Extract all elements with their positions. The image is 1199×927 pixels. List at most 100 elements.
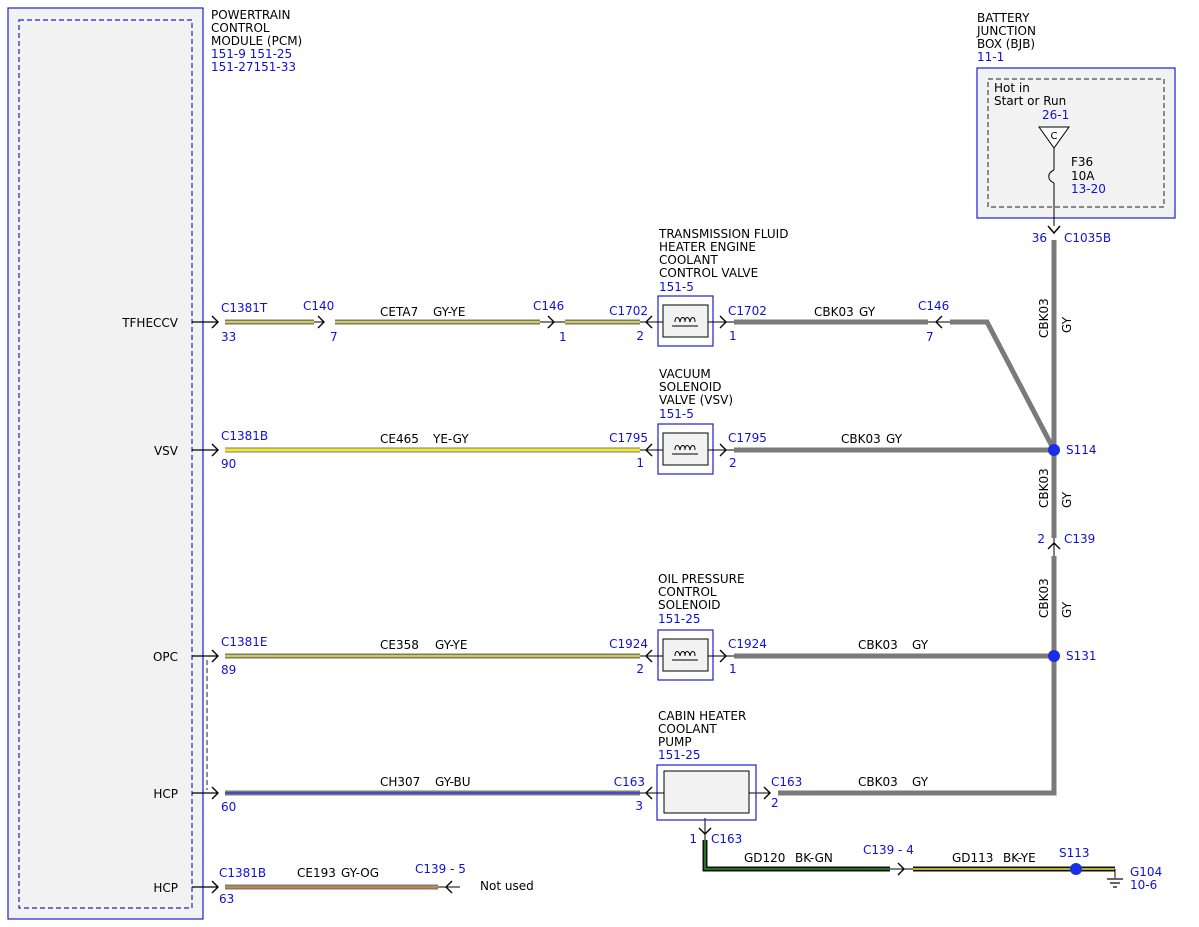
splice-s113-label: S113 [1059,846,1090,860]
w4-pcm-pin: 60 [221,800,236,814]
wire-cbk03-hcp[interactable] [778,656,1057,796]
hcp-title-3: PUMP [658,735,692,749]
hcp-bottom-connector[interactable]: C163 [711,832,742,846]
tfheccv-left-connector[interactable]: C1702 [609,304,648,318]
c1381t-arrow-icon [211,315,219,329]
fuse-ref[interactable]: 13-20 [1071,182,1106,196]
wire-cbk03-tfheccv[interactable] [734,319,1057,452]
pcm-ref-2[interactable]: 151-27151-33 [211,60,296,74]
opc-title-1: OIL PRESSURE [658,572,745,586]
w1r-c146-connector[interactable]: C146 [918,299,949,313]
opc-right-pin: 1 [729,662,737,676]
bjb-inner-box [987,78,1165,208]
pcm-pin-hcp-2: HCP [153,881,178,895]
w1-pcm-connector[interactable]: C1381T [221,301,268,315]
v3-color: GY [1060,601,1074,618]
w1-c146-pin: 1 [559,330,567,344]
vsv-ref[interactable]: 151-5 [659,407,694,421]
pcm-module-inner [18,19,193,909]
hcp-right-connector[interactable]: C163 [771,775,802,789]
tfheccv-title-2: HEATER ENGINE [659,240,756,254]
c1035b-connector-icon [1047,225,1061,235]
tfheccv-right-connector[interactable]: C1702 [728,304,767,318]
gd2-circuit: GD113 [952,851,993,865]
opc-right-connector[interactable]: C1924 [728,637,767,651]
w1-pcm-pin: 33 [221,330,236,344]
w5-pcm-pin: 63 [219,892,234,906]
w5-circuit: CE193 [297,866,336,880]
v1-circuit: CBK03 [1037,298,1051,338]
vsv-title-3: VALVE (VSV) [659,393,733,407]
opc-component-box[interactable] [657,629,714,681]
power-source-label: C [1051,131,1058,142]
c139-connector[interactable]: C139 [1064,532,1095,546]
hcp-title-2: COOLANT [658,722,717,736]
opc-left-connector[interactable]: C1924 [609,637,648,651]
c1035b-pin: 36 [1032,231,1047,245]
opc-ref[interactable]: 151-25 [658,612,701,626]
pcm-pin-hcp: HCP [153,787,178,801]
vsv-title-1: VACUUM [659,367,711,381]
w3-color: GY-YE [435,638,467,652]
v3-circuit: CBK03 [1037,578,1051,618]
pcm-module-box[interactable] [7,7,204,920]
w1-c140-connector[interactable]: C140 [303,299,334,313]
w1r-c146-pin: 7 [926,330,934,344]
gd1-color: BK-GN [795,851,833,865]
v2-circuit: CBK03 [1037,468,1051,508]
tfheccv-component-box[interactable] [657,295,714,347]
w2-color: YE-GY [432,432,469,446]
w1-color: GY-YE [433,305,465,319]
pcm-pin-tfheccv: TFHECCV [121,316,179,330]
c1035b-connector[interactable]: C1035B [1064,231,1111,245]
tfheccv-ref[interactable]: 151-5 [659,280,694,294]
w2-circuit: CE465 [380,432,419,446]
hcp-title-1: CABIN HEATER [658,709,746,723]
pcm-title-line-3: MODULE (PCM) [211,34,302,48]
w2r-circuit: CBK03 [841,432,881,446]
w1-circuit: CETA7 [380,305,418,319]
splice-s114-icon[interactable] [1048,444,1060,456]
fuse-rating: 10A [1071,169,1095,183]
w3-pcm-pin: 89 [221,663,236,677]
wire-gd120[interactable] [702,840,890,872]
ground-icon[interactable] [1107,869,1123,888]
splice-s114-label: S114 [1066,443,1097,457]
ground-ref[interactable]: 10-6 [1130,878,1157,892]
w3-pcm-connector[interactable]: C1381E [221,635,268,649]
solenoid-coil-icon [672,651,698,661]
w5-end-connector[interactable]: C139 - 5 [415,862,466,876]
vsv-left-connector[interactable]: C1795 [609,431,648,445]
wire-layer [225,240,1115,890]
c139-pin: 2 [1037,532,1045,546]
bjb-box[interactable] [976,67,1176,219]
w3r-circuit: CBK03 [858,638,898,652]
bjb-hot-ref[interactable]: 26-1 [1042,108,1069,122]
pcm-title-line-2: CONTROL [211,21,270,35]
hcp-left-connector[interactable]: C163 [614,775,645,789]
v2-color: GY [1060,491,1074,508]
splice-s113-icon[interactable] [1070,863,1082,875]
bjb-title-line-1: BATTERY [977,11,1030,25]
tfheccv-title-4: CONTROL VALVE [659,266,758,280]
opc-title-3: SOLENOID [658,598,721,612]
vsv-right-connector[interactable]: C1795 [728,431,767,445]
w2-pcm-connector[interactable]: C1381B [221,429,268,443]
w5-pcm-connector[interactable]: C1381B [219,866,266,880]
vsv-component-box[interactable] [657,423,714,475]
ground-name[interactable]: G104 [1130,865,1162,879]
splice-s131-icon[interactable] [1048,650,1060,662]
hcp-ref[interactable]: 151-25 [658,748,701,762]
gd1-connector[interactable]: C139 - 4 [863,843,914,857]
w1-c146-connector[interactable]: C146 [533,299,564,313]
w5-color: GY-OG [341,866,379,880]
w5-end-note: Not used [480,879,534,893]
hcp-right-pin: 2 [771,796,779,810]
pcm-pin-vsv: VSV [154,444,179,458]
bjb-ref[interactable]: 11-1 [977,50,1004,64]
pcm-ref-1[interactable]: 151-9 151-25 [211,47,292,61]
splice-s131-label: S131 [1066,649,1097,663]
bjb-hot-line-2: Start or Run [994,94,1066,108]
w1r-color: GY [859,305,876,319]
